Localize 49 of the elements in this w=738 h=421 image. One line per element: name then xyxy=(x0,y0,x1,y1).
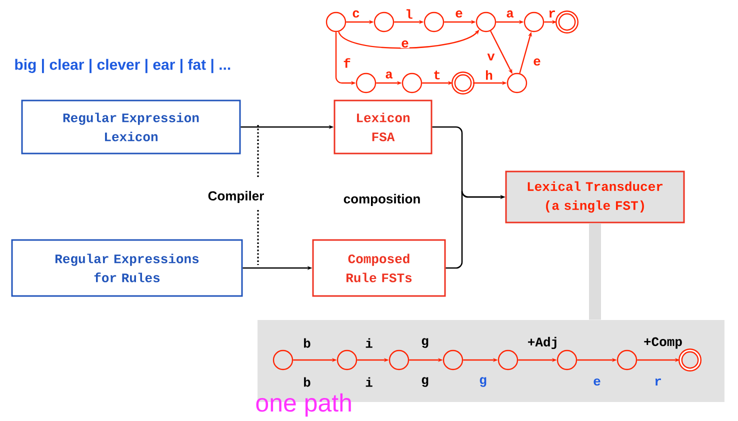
edge-label: l xyxy=(404,8,414,20)
edge-label: h xyxy=(484,70,494,80)
edge-label: g xyxy=(420,338,430,348)
caption-text: one path xyxy=(256,393,351,417)
state-circle xyxy=(498,350,518,370)
tape-symbol: b xyxy=(304,377,310,387)
tape-symbol: e xyxy=(594,378,600,386)
process-box: Composed Rule FSTs xyxy=(312,239,446,297)
edge-label: c xyxy=(352,10,360,18)
tape-symbol: r xyxy=(655,378,661,386)
state-circle xyxy=(506,72,528,94)
edge-label: f xyxy=(342,58,352,68)
edge-label: e xyxy=(454,10,464,18)
edge-label: b xyxy=(302,338,312,348)
edge-label: e xyxy=(400,40,410,48)
tape-symbol: g xyxy=(480,377,486,387)
edge-label: a xyxy=(506,10,514,18)
final-state-circle xyxy=(678,348,702,372)
state-circle xyxy=(326,12,346,32)
edge-label: i xyxy=(364,338,374,348)
state-circle xyxy=(272,350,294,370)
edge-label: e xyxy=(532,58,542,66)
state-circle xyxy=(336,350,358,370)
state-circle xyxy=(524,12,544,32)
state-circle xyxy=(374,12,394,32)
edge-label: v xyxy=(486,53,496,61)
word-list: big | clear | clever | ear | fat | ... xyxy=(15,58,230,74)
process-box: Regular Expression Lexicon xyxy=(21,100,241,154)
state-circle xyxy=(356,72,376,94)
tape-symbol: g xyxy=(422,377,428,387)
state-circle xyxy=(442,350,464,370)
state-circle xyxy=(476,12,496,32)
edge-label: r xyxy=(548,10,556,18)
step-label: composition xyxy=(344,194,420,206)
state-circle xyxy=(616,350,638,370)
state-circle xyxy=(402,72,422,94)
step-label: Compiler xyxy=(206,190,266,204)
edge-label: t xyxy=(432,70,442,80)
process-box: Lexical Transducer (a single FST) xyxy=(505,170,685,224)
state-circle xyxy=(388,350,410,370)
edge-label: a xyxy=(384,70,394,80)
tape-symbol: i xyxy=(366,377,372,387)
state-circle xyxy=(556,350,578,370)
process-box: Lexicon FSA xyxy=(334,100,432,154)
final-state-circle xyxy=(556,10,578,34)
final-state-circle xyxy=(452,72,474,94)
state-circle xyxy=(424,12,444,32)
edge-label: +Comp xyxy=(643,336,683,350)
process-box: Regular Expressions for Rules xyxy=(11,239,243,297)
